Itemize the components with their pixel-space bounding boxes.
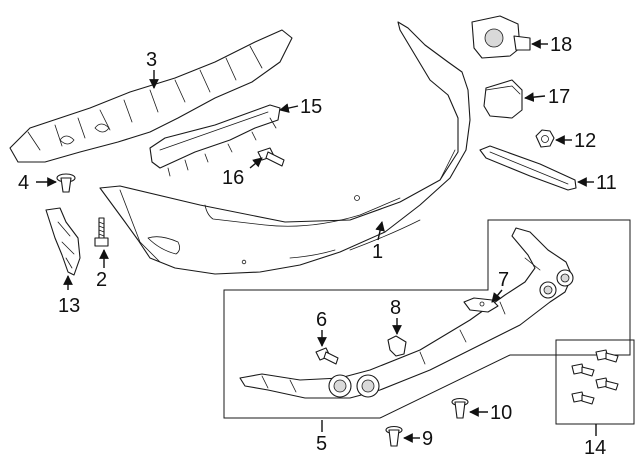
screws-part-14 — [571, 349, 619, 405]
callout-13: 13 — [58, 295, 80, 317]
callout-16: 16 — [222, 167, 244, 189]
callout-8: 8 — [390, 297, 401, 319]
module-part-17 — [483, 79, 523, 119]
callout-7: 7 — [498, 269, 509, 291]
callout-3: 3 — [146, 49, 157, 71]
group-box-part-5 — [223, 219, 631, 419]
reflector-strip-part-11 — [479, 145, 577, 191]
bumper-bracket-part-15 — [149, 104, 281, 177]
callout-4: 4 — [18, 172, 29, 194]
callout-17: 17 — [548, 86, 570, 108]
push-pin-part-10 — [451, 397, 469, 419]
callout-18: 18 — [550, 34, 572, 56]
nut-part-12 — [535, 129, 555, 148]
callout-10: 10 — [490, 402, 512, 424]
push-pin-part-9 — [385, 425, 403, 447]
energy-absorber-part-3 — [9, 29, 293, 163]
bolt-part-6 — [315, 347, 339, 365]
group-box-part-14 — [555, 339, 635, 425]
lower-valance-part-5 — [239, 227, 574, 399]
bolt-part-2 — [94, 217, 109, 247]
screw-part-16 — [257, 147, 285, 167]
leader-lines — [36, 39, 597, 443]
push-pin-part-4 — [56, 173, 76, 193]
callout-14: 14 — [584, 437, 606, 459]
side-bracket-part-13 — [45, 207, 81, 276]
callout-15: 15 — [300, 96, 322, 118]
callout-9: 9 — [422, 428, 433, 450]
callout-1: 1 — [372, 241, 383, 263]
sensor-part-18 — [471, 15, 531, 59]
callout-6: 6 — [316, 309, 327, 331]
callout-5: 5 — [316, 433, 327, 455]
callout-12: 12 — [574, 130, 596, 152]
clip-bracket-part-7 — [463, 297, 499, 313]
callout-2: 2 — [96, 269, 107, 291]
bumper-cover-part-1 — [99, 21, 471, 275]
clip-part-8 — [387, 335, 407, 357]
callout-11: 11 — [596, 172, 617, 194]
